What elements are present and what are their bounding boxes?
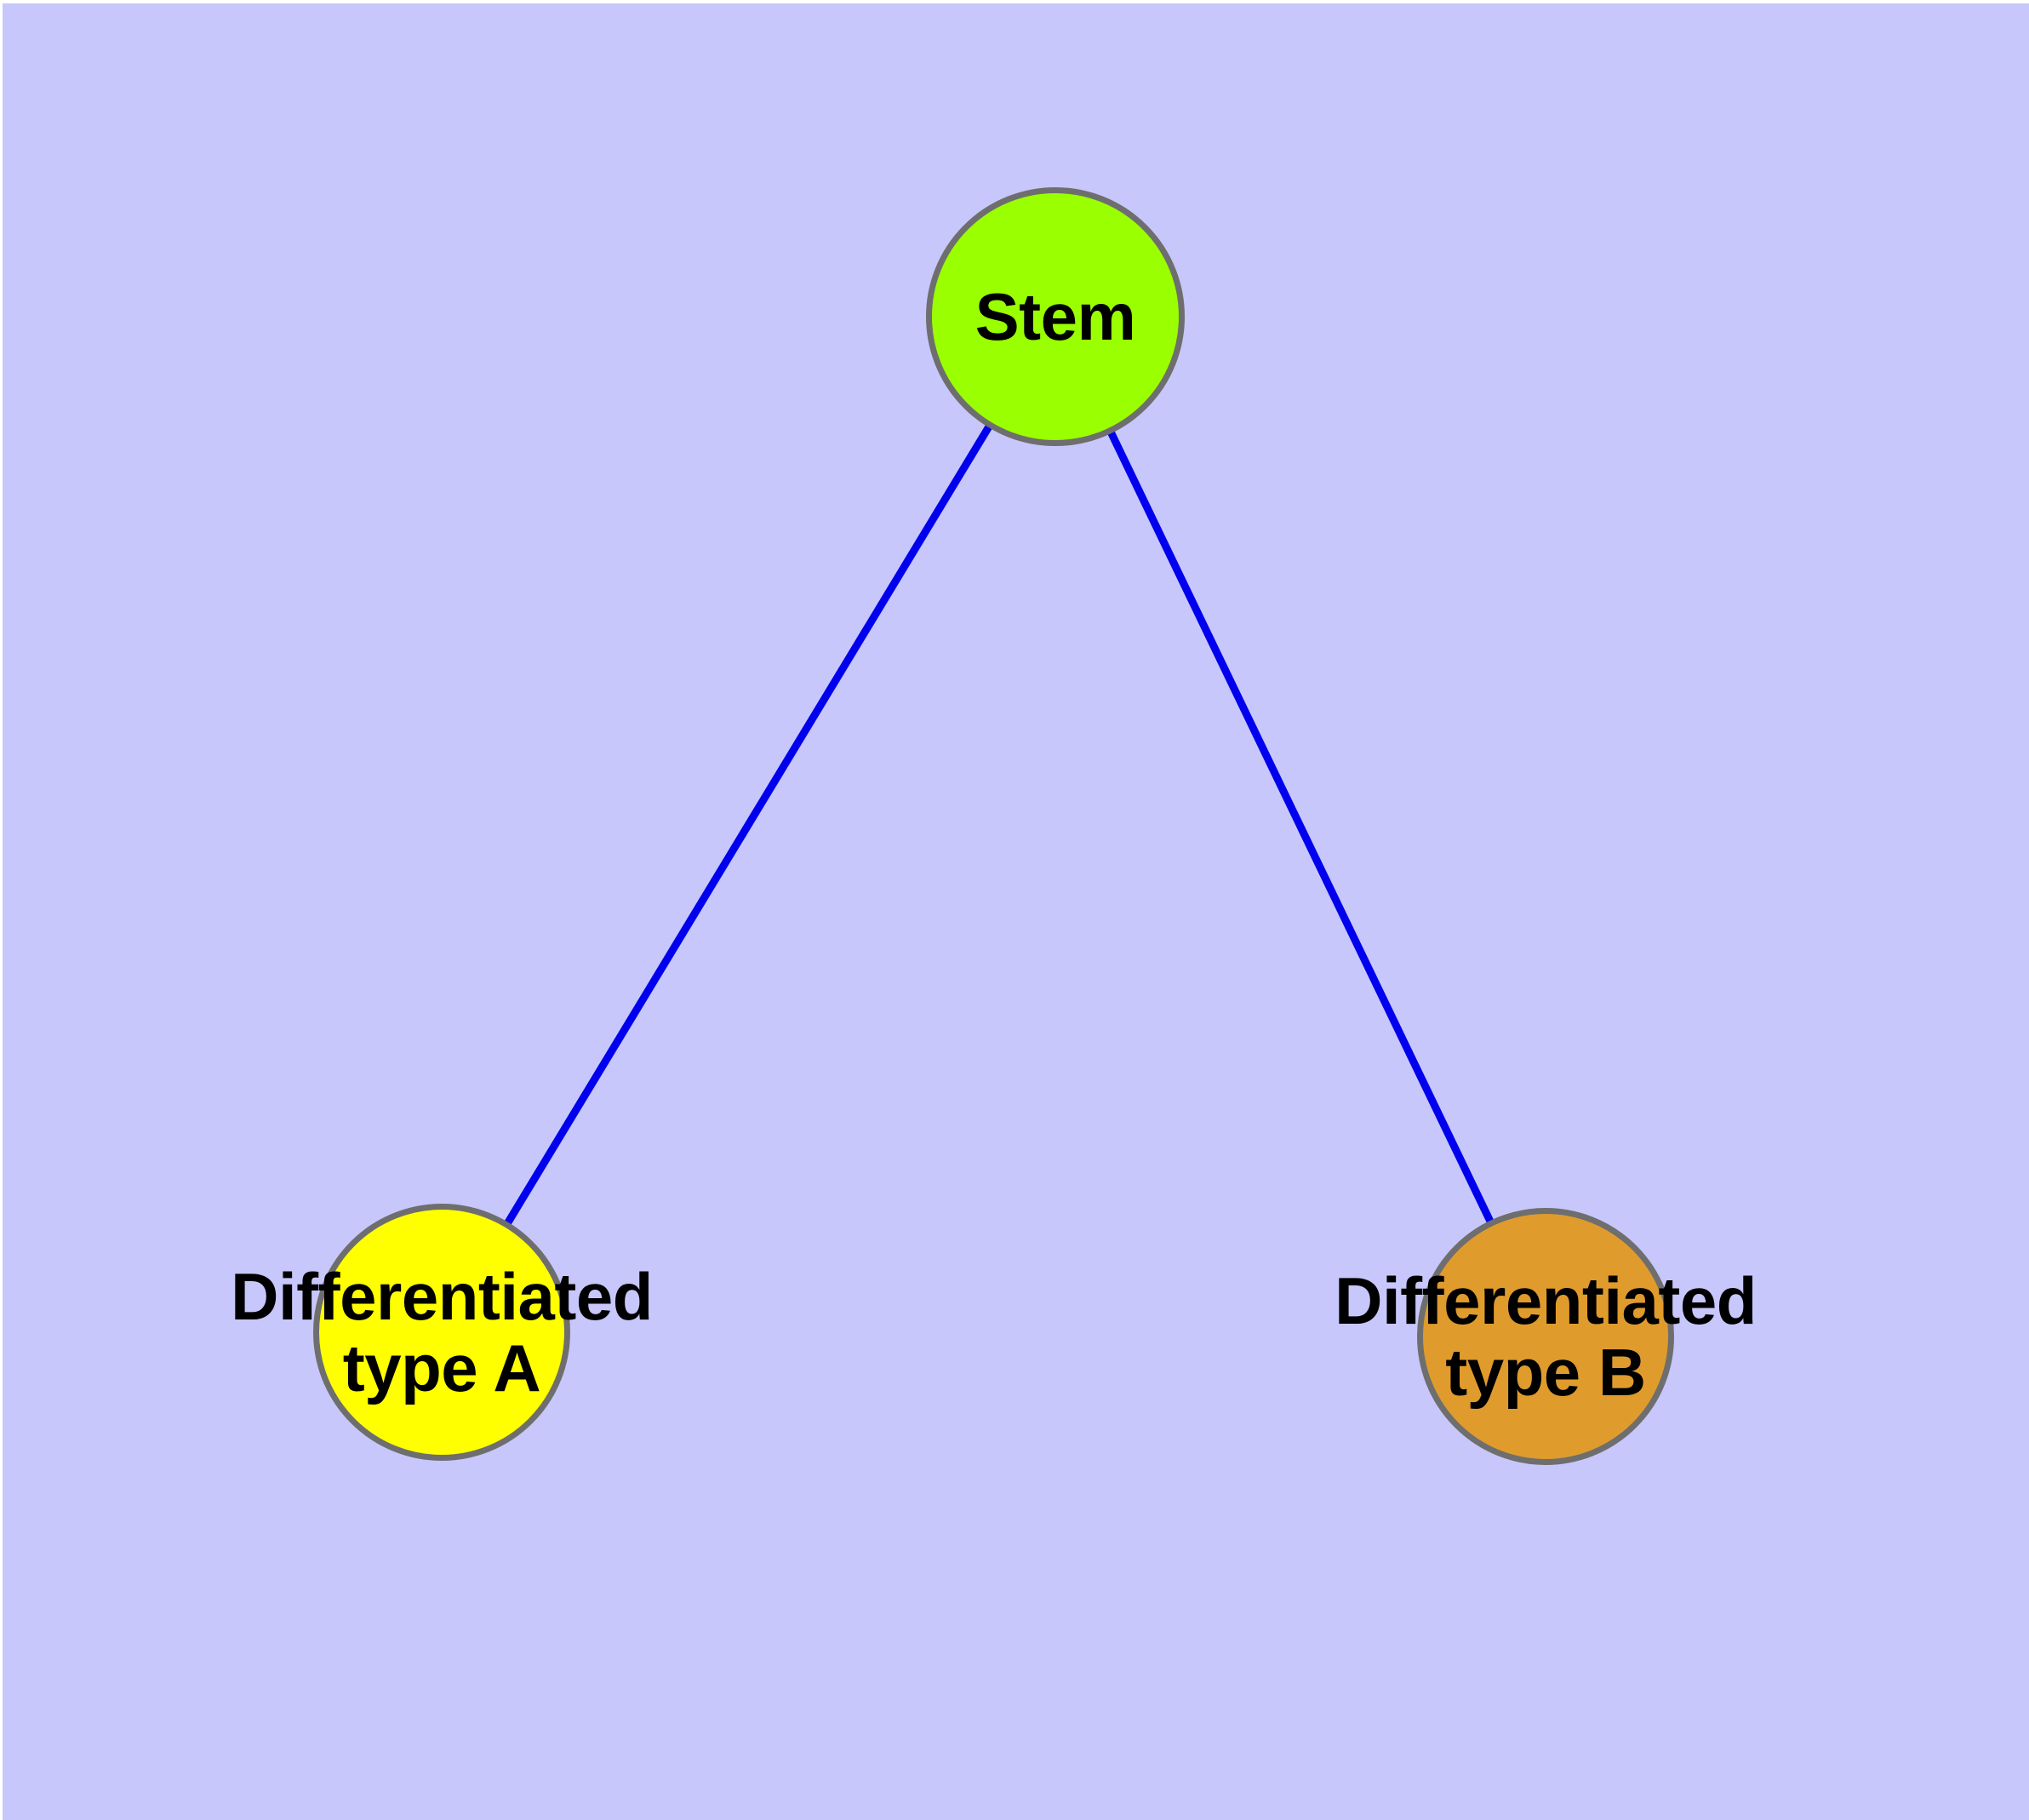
graph-node-stem[interactable] <box>926 187 1185 446</box>
graph-edge[interactable] <box>438 314 1059 1335</box>
graph-edge[interactable] <box>1051 315 1550 1338</box>
edges-layer <box>438 314 1550 1338</box>
nodes-layer <box>313 187 1674 1465</box>
graph-node-diff_a[interactable] <box>313 1204 570 1461</box>
graph-node-diff_b[interactable] <box>1417 1208 1674 1465</box>
